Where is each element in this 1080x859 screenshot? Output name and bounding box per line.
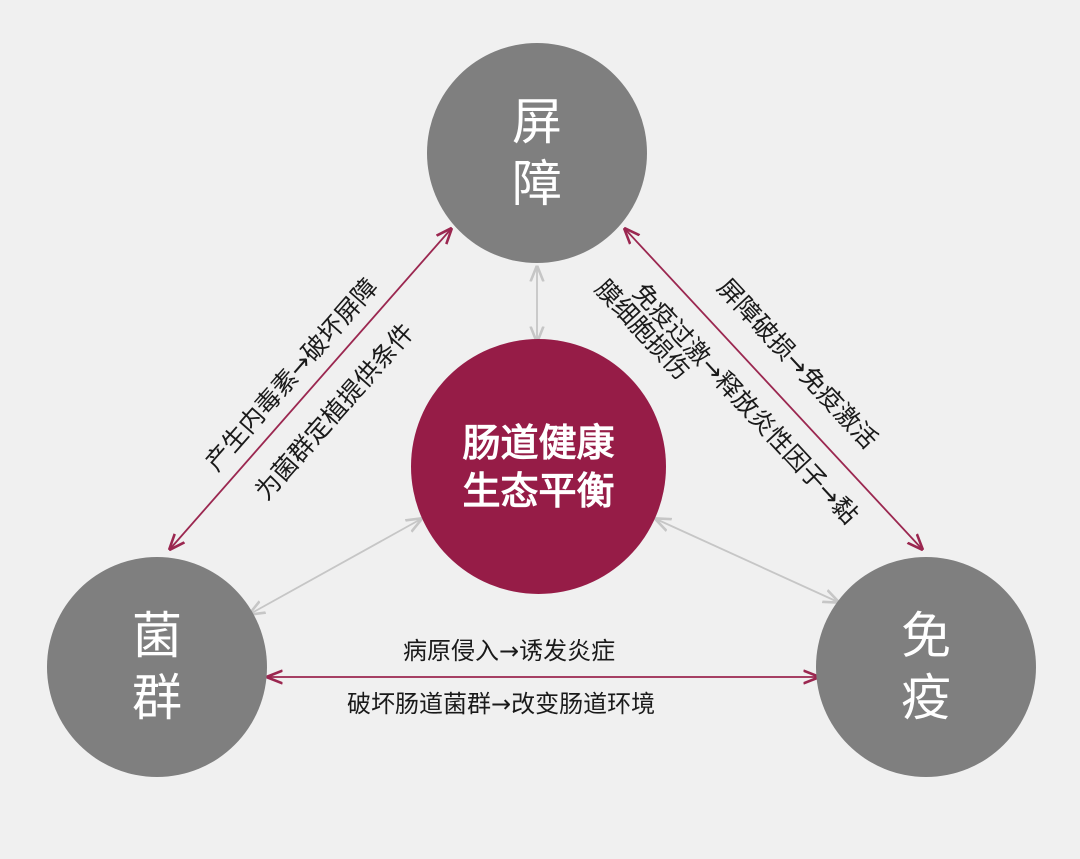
- barrier-node: 屏障: [427, 43, 647, 263]
- center-node: 肠道健康生态平衡: [411, 339, 666, 594]
- edge-flora-immune-line2: 破坏肠道菌群→改变肠道环境: [347, 690, 656, 718]
- flora-node: 菌群: [47, 557, 267, 777]
- arrow-immune-center: [656, 519, 838, 602]
- center-label: 肠道健康生态平衡: [462, 420, 615, 513]
- edge-flora-immune-line1: 病原侵入→诱发炎症: [403, 637, 616, 665]
- immune-label: 免疫: [901, 607, 951, 727]
- flora-label: 菌群: [132, 607, 182, 727]
- arrow-flora-center: [250, 519, 421, 614]
- barrier-label: 屏障: [512, 93, 562, 213]
- arrow-barrier-immune: [625, 229, 922, 549]
- immune-node: 免疫: [816, 557, 1036, 777]
- arrow-flora-barrier: [170, 229, 451, 549]
